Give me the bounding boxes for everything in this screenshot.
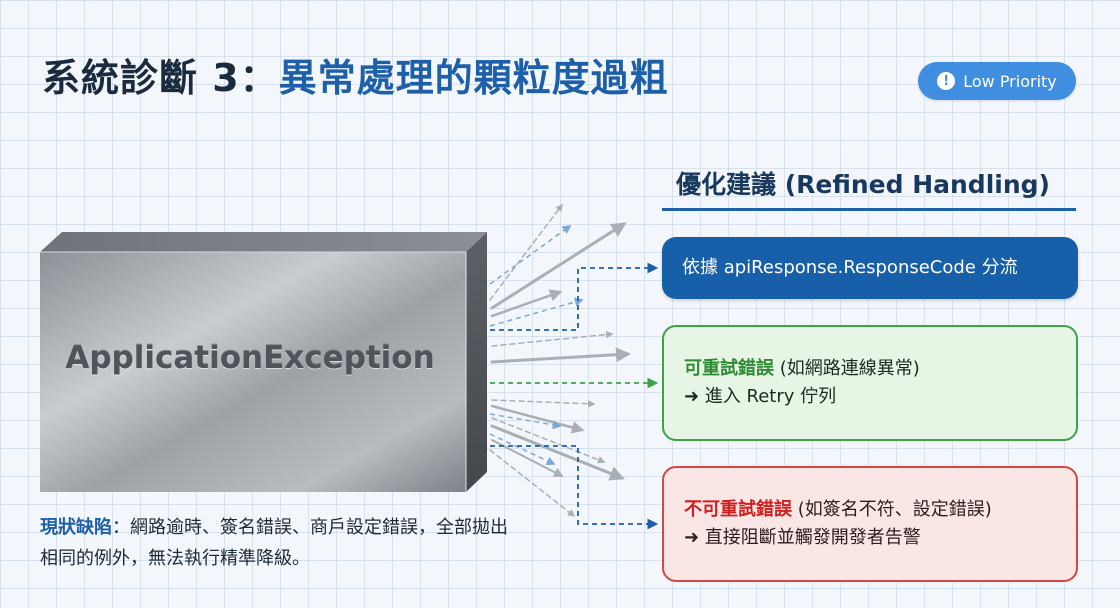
fail-detail: (如簽名不符、設定錯誤) <box>792 499 992 521</box>
block-top-face <box>40 232 487 252</box>
title-prefix: 系統診斷 3： <box>42 56 279 100</box>
scatter-blue-arrows <box>489 224 584 466</box>
fail-highlight: 不可重試錯誤 <box>684 499 792 521</box>
retry-detail: (如網路連線異常) <box>774 358 920 380</box>
fail-title-line: 不可重試錯誤 (如簽名不符、設定錯誤) <box>684 496 1056 524</box>
block-side-face <box>466 232 487 492</box>
retry-action: ➜ 進入 Retry 佇列 <box>684 386 837 407</box>
fail-arrow <box>490 445 659 530</box>
priority-label: Low Priority <box>963 71 1057 91</box>
suggestions-heading: 優化建議 (Refined Handling) <box>676 170 1050 199</box>
current-defect-note: 現狀缺陷：網路逾時、簽名錯誤、商戶設定錯誤，全部拋出相同的例外，無法執行精準降級… <box>40 512 510 574</box>
note-head: 現狀缺陷 <box>40 517 112 538</box>
non-retryable-error-box: 不可重試錯誤 (如簽名不符、設定錯誤) ➜ 直接阻斷並觸發開發者告警 <box>662 466 1078 582</box>
exception-label: ApplicationException <box>65 340 435 376</box>
alert-circle-icon: ! <box>937 72 956 90</box>
route-arrow <box>490 262 659 331</box>
title-main: 異常處理的顆粒度過粗 <box>278 56 669 100</box>
retry-highlight: 可重試錯誤 <box>684 358 774 380</box>
heading-underline <box>662 208 1076 211</box>
retryable-error-box: 可重試錯誤 (如網路連線異常) ➜ 進入 Retry 佇列 <box>662 325 1078 441</box>
route-text: 依據 apiResponse.ResponseCode 分流 <box>682 257 1018 279</box>
page-title: 系統診斷 3：異常處理的顆粒度過粗 <box>42 56 669 100</box>
fail-action: ➜ 直接阻斷並觸發開發者告警 <box>684 527 921 548</box>
priority-badge: ! Low Priority <box>918 62 1076 100</box>
scatter-arrows <box>489 203 631 517</box>
retry-title-line: 可重試錯誤 (如網路連線異常) <box>684 355 1056 383</box>
note-body: ：網路逾時、簽名錯誤、商戶設定錯誤，全部拋出相同的例外，無法執行精準降級。 <box>40 517 508 569</box>
route-box: 依據 apiResponse.ResponseCode 分流 <box>662 237 1078 299</box>
